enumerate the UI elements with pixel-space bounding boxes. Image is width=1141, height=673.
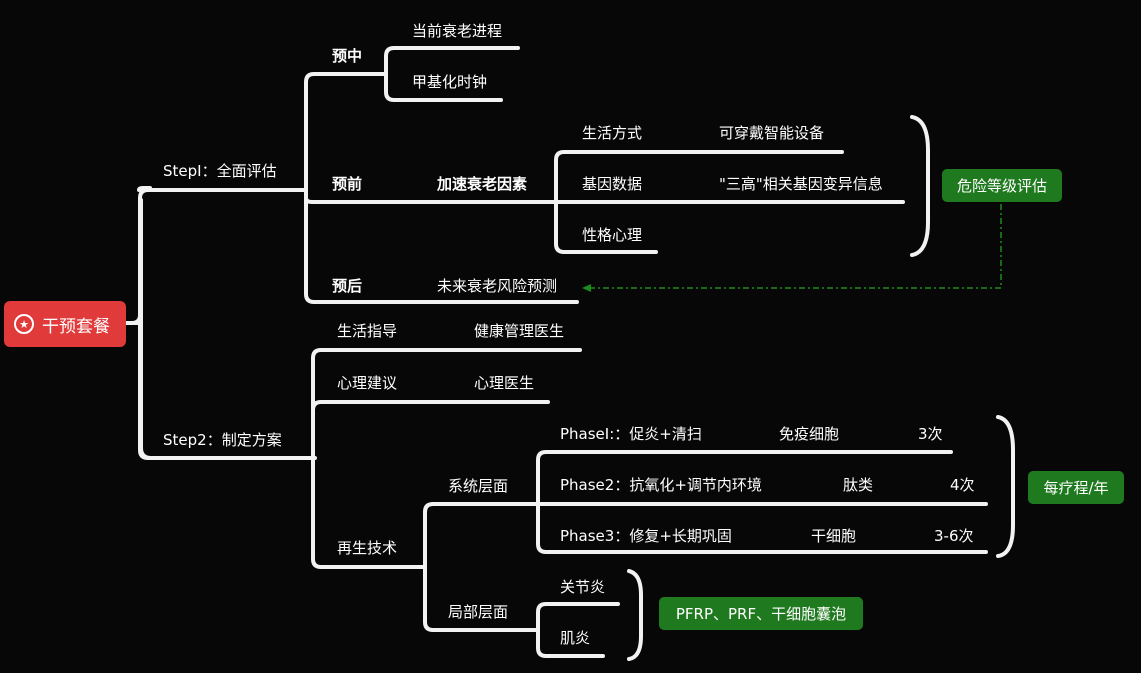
connector-local-children: [536, 602, 620, 658]
root-label: 干预套餐: [42, 316, 110, 337]
local-item-myositis[interactable]: 肌炎: [560, 629, 591, 647]
pre-mid-item-1[interactable]: 当前衰老进程: [412, 22, 503, 40]
life-guide-person[interactable]: 健康管理医生: [474, 322, 565, 340]
factor-item-gene[interactable]: 基因数据: [582, 175, 643, 193]
mental-label[interactable]: 心理建议: [337, 374, 398, 392]
pre-mid-item-2[interactable]: 甲基化时钟: [412, 73, 488, 91]
factor-detail-gene[interactable]: "三高"相关基因变异信息: [719, 175, 883, 193]
factor-item-personality[interactable]: 性格心理: [582, 226, 643, 244]
connector-step1-branches: [304, 72, 905, 304]
step1-label[interactable]: StepI：全面评估: [163, 162, 277, 180]
factor-item-lifestyle[interactable]: 生活方式: [582, 124, 643, 142]
star-circle-icon: ★: [14, 314, 34, 334]
bracket-local: [627, 569, 643, 661]
local-therapy-tag[interactable]: PFRP、PRF、干细胞囊泡: [659, 597, 863, 630]
factor-detail-wearable[interactable]: 可穿戴智能设备: [719, 124, 825, 142]
step2-label[interactable]: Step2：制定方案: [163, 431, 282, 449]
phase1-label[interactable]: PhaseI:：促炎+清扫: [560, 425, 702, 443]
factor-label[interactable]: 加速衰老因素: [437, 175, 528, 193]
dashed-arrow-line: [588, 204, 1002, 289]
phase2-label[interactable]: Phase2：抗氧化+调节内环境: [560, 476, 762, 494]
life-guide-label[interactable]: 生活指导: [337, 322, 398, 340]
connector-step2-branches: [311, 348, 582, 569]
mental-person[interactable]: 心理医生: [474, 374, 535, 392]
connector-root-step1: [124, 188, 307, 325]
connector-factor-children: [554, 150, 844, 254]
phase3-label[interactable]: Phase3：修复+长期巩固: [560, 527, 732, 545]
phase3-times[interactable]: 3-6次: [934, 527, 974, 545]
connector-root-step2: [138, 313, 317, 460]
phase2-agent[interactable]: 肽类: [843, 476, 874, 494]
local-item-arthritis[interactable]: 关节炎: [560, 578, 606, 596]
phase1-times[interactable]: 3次: [918, 425, 943, 443]
course-per-year-tag[interactable]: 每疗程/年: [1028, 471, 1124, 504]
bracket-risk: [910, 115, 930, 257]
phase1-agent[interactable]: 免疫细胞: [779, 425, 840, 443]
arrowhead-icon: [582, 284, 591, 292]
connector-premid-children: [384, 46, 520, 102]
pre-mid-label[interactable]: 预中: [332, 47, 363, 65]
phase3-agent[interactable]: 干细胞: [811, 527, 857, 545]
local-level-label[interactable]: 局部层面: [448, 603, 509, 621]
post-label[interactable]: 预后: [332, 277, 363, 295]
connector-regen-children: [423, 502, 540, 632]
risk-assessment-tag[interactable]: 危险等级评估: [942, 169, 1062, 202]
system-level-label[interactable]: 系统层面: [448, 477, 509, 495]
regen-label[interactable]: 再生技术: [337, 539, 398, 557]
pre-before-label[interactable]: 预前: [332, 175, 363, 193]
post-item[interactable]: 未来衰老风险预测: [437, 277, 558, 295]
phase2-times[interactable]: 4次: [950, 476, 975, 494]
connector-phase-lines: [536, 450, 988, 554]
bracket-course: [996, 415, 1015, 558]
root-node[interactable]: ★ 干预套餐: [4, 301, 126, 347]
